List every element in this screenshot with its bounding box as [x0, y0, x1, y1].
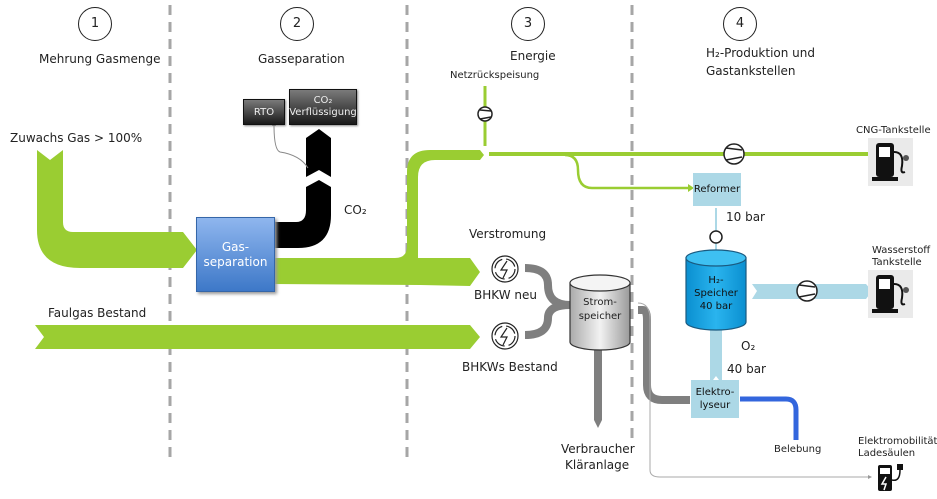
generator-icon	[491, 255, 519, 350]
elektrolyseur-label-2: lyseur	[699, 400, 731, 411]
h2-speicher-label: H₂- Speicher 40 bar	[690, 270, 742, 316]
gas-flow-zuwachs	[37, 150, 197, 268]
section-number-2: 2	[280, 7, 314, 41]
label-bhkw-neu: BHKW neu	[474, 288, 537, 302]
h2-pump-icon	[868, 270, 913, 318]
emob-arrowhead	[868, 475, 872, 479]
gas-separation-box: Gas- separation	[196, 217, 275, 292]
label-netzrueckspeisung: Netzrückspeisung	[450, 70, 540, 81]
power-lines	[524, 264, 690, 420]
h2-speicher-label-3: 40 bar	[699, 300, 733, 312]
co2-flow-upper	[306, 129, 331, 177]
h2-speicher-label-2: Speicher	[694, 287, 738, 299]
co2-liquefaction-label-2: Verflüssigung	[289, 107, 357, 118]
compressor-icon	[477, 106, 818, 302]
section-number-3: 3	[511, 7, 545, 41]
co2-liquefaction-label-1: CO₂	[313, 95, 333, 106]
section-title-4b: Gastankstellen	[706, 64, 796, 78]
elektrolyseur-label-1: Elektro-	[695, 387, 735, 398]
reformer-box: Reformer	[693, 173, 741, 206]
label-ladesaeulen: Ladesäulen	[858, 448, 916, 459]
label-zuwachs: Zuwachs Gas > 100%	[10, 131, 143, 145]
strom-speicher-label: Strom- speicher	[572, 294, 628, 326]
label-40bar: 40 bar	[727, 362, 766, 376]
strom-speicher-cylinder	[569, 274, 631, 351]
section-title-4a: H₂-Produktion und	[706, 46, 816, 60]
co2-liquefaction-box: CO₂ Verflüssigung	[289, 89, 357, 125]
co2-flow	[272, 180, 331, 248]
cng-pump-icon	[868, 138, 913, 186]
label-klaeranlage: Kläranlage	[565, 458, 630, 472]
label-verbraucher: Verbraucher	[561, 442, 635, 456]
strom-speicher-label-2: speicher	[578, 311, 622, 322]
o2-flow	[740, 396, 799, 440]
section-title-3: Energie	[510, 49, 556, 63]
label-elektromobilitaet: Elektromobilität	[858, 436, 937, 447]
strom-speicher-label-1: Strom-	[583, 297, 617, 308]
h2-speicher-cylinder	[685, 249, 747, 331]
rto-line	[273, 124, 309, 169]
section-title-1: Mehrung Gasmenge	[39, 52, 161, 66]
gas-separation-label-2: separation	[203, 254, 268, 269]
label-cng-tankstelle: CNG-Tankstelle	[856, 125, 931, 136]
label-faulgas: Faulgas Bestand	[48, 306, 147, 320]
arrowhead-reformer	[688, 184, 694, 192]
label-verstromung: Verstromung	[469, 227, 547, 241]
section-title-2: Gasseparation	[258, 52, 345, 66]
gas-separation-label-1: Gas-	[221, 239, 250, 254]
label-belebung: Belebung	[774, 444, 822, 455]
label-10bar: 10 bar	[726, 210, 765, 224]
rto-box: RTO	[243, 99, 285, 125]
ev-charger-icon	[878, 464, 903, 491]
reformer-label: Reformer	[693, 184, 741, 195]
section-number-4: 4	[723, 7, 757, 41]
gas-line-reformer	[564, 153, 688, 190]
label-wasserstoff: Wasserstoff	[872, 245, 931, 256]
h2-flow-electrolyzer	[710, 328, 722, 380]
power-arrowhead	[594, 420, 602, 428]
label-tankstelle: Tankstelle	[872, 257, 922, 268]
label-co2: CO₂	[344, 203, 367, 217]
emob-line	[637, 302, 868, 478]
h2-speicher-label-1: H₂-	[708, 274, 724, 286]
section-number-1: 1	[78, 7, 112, 41]
rto-label: RTO	[253, 106, 275, 118]
gas-flow-faulgas	[35, 325, 480, 349]
label-bhkw-bestand: BHKWs Bestand	[462, 360, 558, 374]
label-o2: O₂	[741, 339, 756, 353]
elektrolyseur-box: Elektro- lyseur	[691, 380, 739, 418]
gas-flow-biomethane	[272, 150, 484, 286]
